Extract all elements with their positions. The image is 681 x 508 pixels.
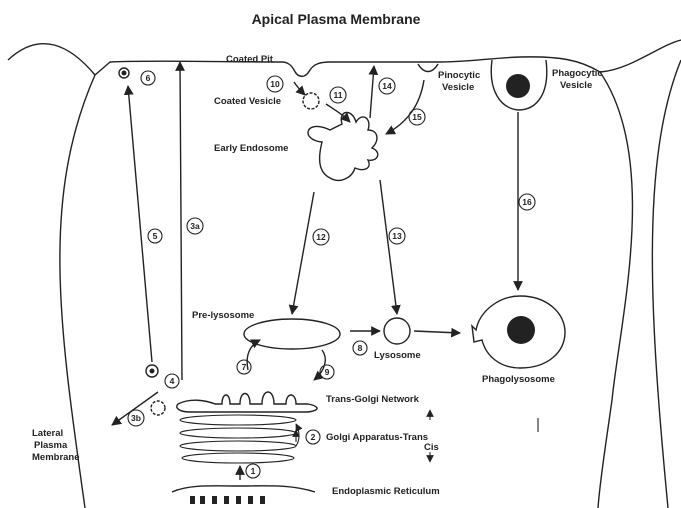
- svg-text:10: 10: [270, 79, 280, 89]
- pathway-arrows: [112, 62, 538, 480]
- golgi-cisterna: [180, 415, 296, 425]
- pinocytic-vesicle: [418, 64, 438, 72]
- ribosomes: [190, 496, 265, 504]
- svg-text:2: 2: [311, 432, 316, 442]
- label-golgi-cis: Cis: [424, 442, 439, 453]
- label-pinocytic-vesicle: Pinocytic: [438, 70, 480, 81]
- pathway-badge-14: 14: [379, 78, 395, 94]
- label-pre-lysosome: Pre-lysosome: [192, 310, 254, 321]
- pathway-badge-5: 5: [148, 229, 162, 243]
- label-golgi-trans: Golgi Apparatus-Trans: [326, 432, 428, 443]
- svg-text:5: 5: [153, 231, 158, 241]
- golgi-cisterna: [180, 441, 296, 451]
- label-coated-vesicle: Coated Vesicle: [214, 96, 281, 107]
- label-endoplasmic-reticulum: Endoplasmic Reticulum: [332, 486, 440, 497]
- svg-text:6: 6: [146, 73, 151, 83]
- label-phagocytic-vesicle-line2: Vesicle: [560, 80, 592, 91]
- label-lateral-plasma-membrane-line3: Membrane: [32, 452, 80, 463]
- pathway-badge-4: 4: [165, 374, 179, 388]
- coated-vesicle: [303, 93, 319, 109]
- far-right-cell-border: [652, 60, 681, 508]
- phagocytic-particle: [506, 74, 530, 98]
- pathway-badge-6: 6: [141, 71, 155, 85]
- svg-text:4: 4: [170, 376, 175, 386]
- label-coated-pit: Coated Pit: [226, 54, 274, 65]
- secretory-vesicle-core: [150, 369, 155, 374]
- lysosome: [384, 318, 410, 344]
- phagolysosome-particle: [507, 316, 535, 344]
- secretory-vesicle: [151, 401, 165, 415]
- label-early-endosome: Early Endosome: [214, 143, 288, 154]
- svg-text:9: 9: [325, 367, 330, 377]
- apical-vesicle-core: [122, 71, 127, 76]
- label-phagocytic-vesicle: Phagocytic: [552, 68, 603, 79]
- pathway-badge-15: 15: [409, 109, 425, 125]
- golgi-cisterna: [182, 453, 294, 463]
- pathway-badge-13: 13: [389, 228, 405, 244]
- label-phagolysosome: Phagolysosome: [482, 374, 555, 385]
- pathway-badge-11: 11: [330, 87, 346, 103]
- svg-text:1: 1: [251, 466, 256, 476]
- pathway-badge-2: 2: [306, 430, 320, 444]
- pre-lysosome: [244, 319, 340, 349]
- svg-text:12: 12: [316, 232, 326, 242]
- pathway-badge-1: 1: [246, 464, 260, 478]
- endoplasmic-reticulum: [172, 486, 315, 492]
- svg-text:15: 15: [412, 112, 422, 122]
- pathway-badge-7: 7: [237, 360, 251, 374]
- svg-text:3a: 3a: [190, 221, 200, 231]
- pathway-badge-3b: 3b: [128, 410, 144, 426]
- label-lysosome: Lysosome: [374, 350, 421, 361]
- pathway-badge-10: 10: [267, 76, 283, 92]
- label-lateral-plasma-membrane-line2: Plasma: [34, 440, 68, 451]
- pathway-badge-12: 12: [313, 229, 329, 245]
- svg-text:8: 8: [358, 343, 363, 353]
- label-pinocytic-vesicle-line2: Vesicle: [442, 82, 474, 93]
- svg-text:3b: 3b: [131, 413, 141, 423]
- trans-golgi-network: [177, 392, 317, 412]
- right-cell-border: [598, 72, 632, 508]
- svg-text:16: 16: [522, 197, 532, 207]
- svg-text:13: 13: [392, 231, 402, 241]
- label-trans-golgi-network: Trans-Golgi Network: [326, 394, 420, 405]
- svg-text:14: 14: [382, 81, 392, 91]
- pathway-badge-3a: 3a: [187, 218, 203, 234]
- label-lateral-plasma-membrane-line1: Lateral: [32, 428, 63, 439]
- diagram-title: Apical Plasma Membrane: [252, 11, 421, 27]
- golgi-cisterna: [180, 428, 296, 438]
- svg-text:11: 11: [334, 90, 343, 100]
- pathway-badge-16: 16: [519, 194, 535, 210]
- svg-text:7: 7: [242, 362, 247, 372]
- pathway-badge-8: 8: [353, 341, 367, 355]
- early-endosome: [308, 112, 378, 180]
